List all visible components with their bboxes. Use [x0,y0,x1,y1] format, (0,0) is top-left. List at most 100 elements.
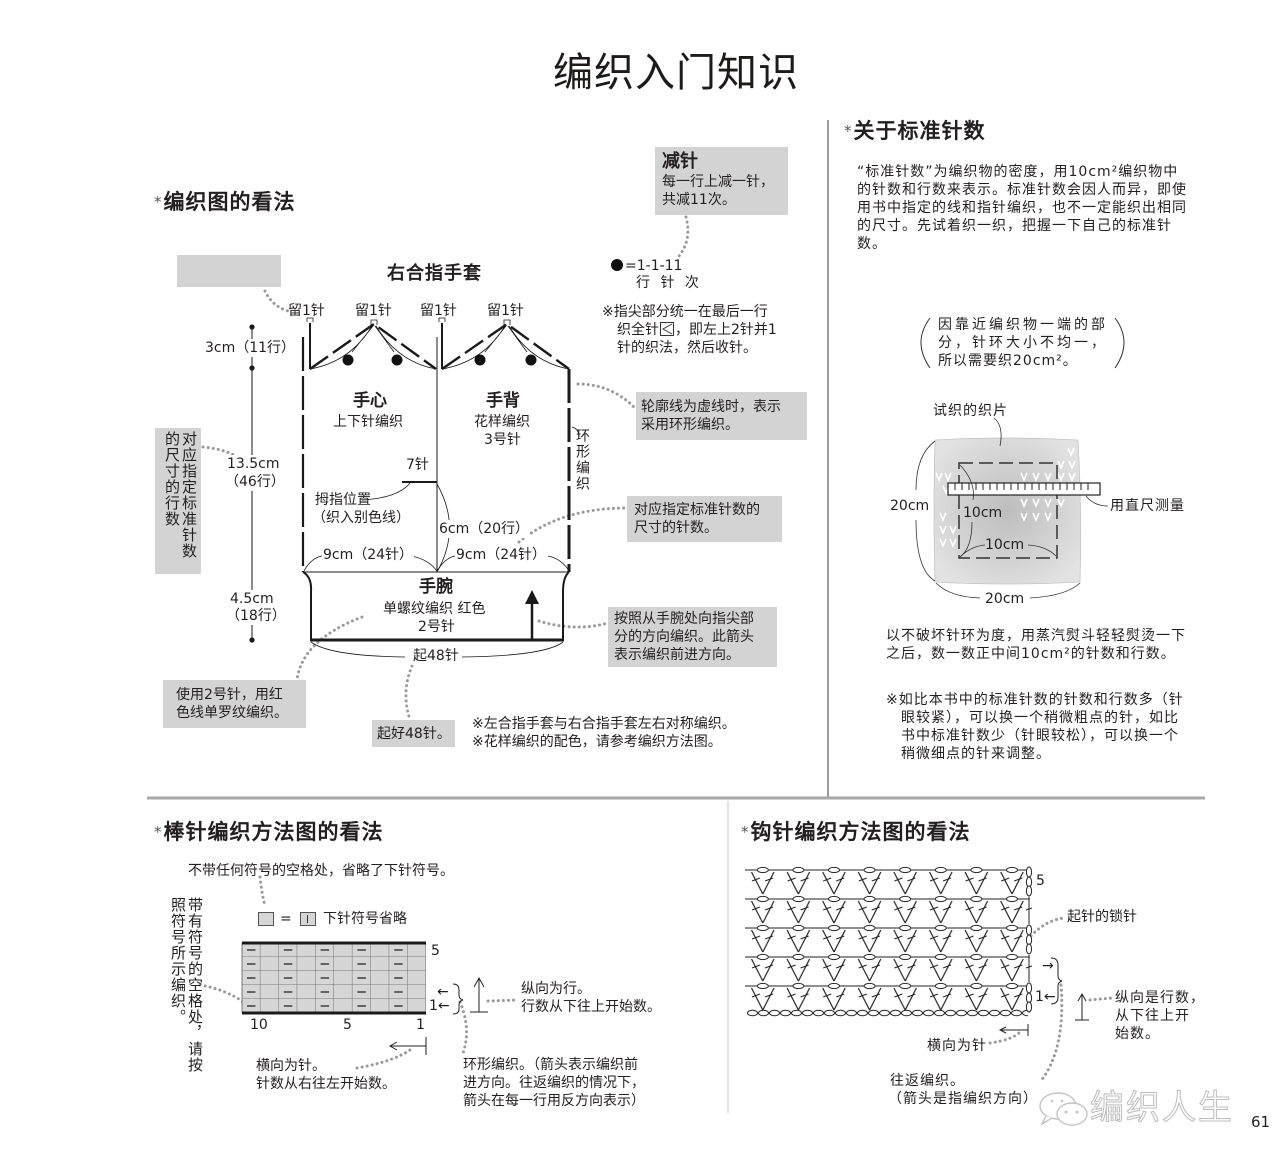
gauge-note-line: ※如比本书中的标准针数的针数和行数多（针 [886,692,1184,708]
section-heading-crochet-chart: *钩针编织方法图的看法 [741,819,971,845]
flat-note-line: （箭头是指编织方向） [888,1091,1038,1107]
thumb-sub: （织入别色线） [312,510,410,526]
footnote: ※左合指手套与右合指手套左右对称编织。 [472,716,736,732]
heading-text: 钩针编织方法图的看法 [750,820,971,844]
callout-line: 表示编织前进方向。 [614,647,740,663]
crochet-chart [745,866,1033,1017]
back-stitch: 花样编织 [474,414,530,430]
gauge-intro-line: 数。 [857,236,887,252]
page-title: 编织入门知识 [553,50,799,96]
callout-line: 轮廓线为虚线时，表示 [641,399,781,415]
wechat-icon [1039,1092,1088,1126]
decrease-formula-value: =1-1-11 [625,258,683,274]
cast-on-callout-box: 起好48针。 [372,720,455,747]
edge-note-line: 所以需要织20cm²。 [938,353,1078,369]
heading-bullet: * [844,122,853,140]
tip-note-line: ※指尖部分统一在最后一行 [602,304,768,320]
back-needle: 3号针 [484,432,521,448]
width-right: 9cm（24针） [455,546,548,564]
ruler [947,482,1101,496]
gauge-intro-line: 用书中指定的线和指针编织，也不一定能织出相同 [857,200,1187,216]
gauge-swatch-illustration [915,417,1109,599]
direction-callout-box: 按照从手腕处向指尖部 分的方向编织。此箭头 表示编织前进方向。 [608,607,777,667]
crochet-row-direction-line: 从下往上开 [1115,1008,1190,1024]
palm-stitch: 上下针编织 [333,414,403,430]
dashed-outline-callout-box: 轮廓线为虚线时，表示 采用环形编织。 [636,392,807,440]
width-left: 9cm（24针） [322,546,415,564]
thumb-label: 拇指位置 [315,492,371,508]
heading-text: 关于标准针数 [853,119,986,143]
col-label: 10 [250,1017,268,1033]
palm-title: 手心 [353,391,387,411]
gauge-note-line: 眼较紧），可以换一个稍微粗点的针，如比 [901,710,1179,726]
gauge-rows-callout-box: 对应指定标准针数的尺寸的行数 [155,428,201,574]
cuff-cast-on: 起48针 [412,647,460,665]
swatch-label: 试织的织片 [933,403,1008,419]
decrease-line: 每一行上减一针， [662,174,774,190]
knitting-intro: 不带任何符号的空格处，省略了下针符号。 [188,863,454,879]
decrease-formula-legend: 行 针 次 [636,275,702,291]
swatch-inner-width: 10cm [985,537,1025,553]
keep-stitch-label: 留1针 [355,303,392,319]
gauge-stitches-callout-box: 对应指定标准针数的 尺寸的针数。 [627,496,782,542]
dimension-bottom-rows: （18行） [225,607,287,625]
watermark-text: 编织人生 [1090,1088,1234,1129]
legend-text: 下针符号省略 [323,911,407,927]
knit-symbol-legend-icon [300,912,316,926]
circular-note-line: 进方向。往返编织的情况下， [463,1075,645,1091]
crochet-row-direction-line: 始数。 [1115,1026,1160,1042]
row-label-top: 5 [431,943,440,959]
tip-note-text: 织全针 [617,322,659,338]
dimension-top: 3cm（11行） [204,339,297,357]
symbol-side-note: 带有符号的空格处，请按照符号所示编织。 [169,897,204,1073]
tip-note-line: 织全针 ，即左上2针并1 [617,321,777,339]
heading-bullet: * [741,823,750,841]
blank-cell-legend-icon [258,912,274,926]
gauge-instruction-line: 之后，数一数正中间10cm²的针数和行数。 [886,646,1176,662]
callout-line: 起好48针。 [377,726,451,742]
crochet-row-direction-line: 纵向是行数， [1115,990,1205,1006]
footnote: ※花样编织的配色，请参考编织方法图。 [472,734,722,750]
col-label: 5 [343,1017,352,1033]
callout-line: 采用环形编织。 [641,417,739,433]
legend-equals: = [280,911,292,927]
stitch-direction-line: 横向为针。 [256,1058,326,1074]
dimension-middle-rows: （46行） [224,473,286,491]
callout-line: 按照从手腕处向指尖部 [614,611,754,627]
edge-note-line: 因靠近编织物一端的部 [938,317,1108,333]
tip-note-line: 针的织法，然后收针。 [617,340,757,356]
callout-line: 对应指定标准针数的 [634,502,760,518]
needle-callout-box: 使用2号针，用红 色线单罗纹编织。 [163,680,306,728]
decrease-title: 减针 [662,151,698,172]
edge-note-line: 分，针环大小不均一， [938,335,1108,351]
circular-note-line: 环形编织。（箭头表示编织前 [463,1057,638,1073]
page-number: 61 [1251,1113,1271,1131]
row-direction-line: 纵向为行。 [521,981,591,997]
gauge-intro-line: 的尺寸。先试着织一织，把握一下自己的标准针 [857,218,1172,234]
flat-note-line: 往返编织。 [890,1073,965,1089]
row-direction-line: 行数从下往上开始数。 [521,999,661,1015]
knitting-chart-grid [241,941,426,1015]
cuff-stitch: 单螺纹编织 红色 [383,601,486,617]
row-arrow: ← [437,984,449,1000]
keep-stitch-label: 留1针 [487,303,524,319]
crochet-row-top: 5 [1036,873,1045,889]
heading-text: 编织图的看法 [163,190,296,214]
callout-line: 分的方向编织。此箭头 [614,629,754,645]
heading-bullet: * [154,193,163,211]
swatch-outer-height: 20cm [890,498,930,514]
cuff-needle: 2号针 [418,619,455,635]
gauge-note-line: 稍微细点的针来调整。 [901,746,1051,762]
blank-label-box [177,255,281,287]
heading-bullet: * [154,823,163,841]
keep-stitch-label: 留1针 [288,303,325,319]
swatch-outer-width: 20cm [985,591,1025,607]
col-label: 1 [416,1017,425,1033]
dimension-bottom-cm: 4.5cm [229,590,275,608]
tip-note-text: ，即左上2针并1 [675,322,777,338]
section-heading-knitting-chart: *棒针编织方法图的看法 [154,819,384,845]
thumb-height: 6cm（20行） [438,520,531,538]
heading-text: 棒针编织方法图的看法 [163,820,384,844]
gauge-intro-line: 的针数和行数来表示。标准针数会因人而异，即使 [857,182,1187,198]
decrease-formula: =1-1-11 [611,257,682,275]
